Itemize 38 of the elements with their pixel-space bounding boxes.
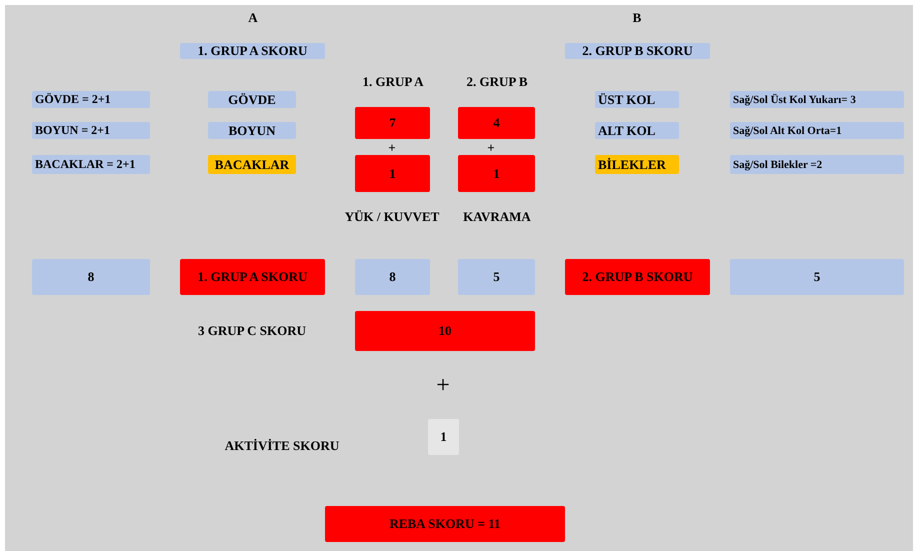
label-box: 5	[458, 259, 535, 295]
score-box: 2. GRUP B SKORU	[565, 259, 710, 295]
label-box: 5	[730, 259, 904, 295]
label-text: 2. GRUP B	[466, 74, 528, 90]
label-text: KAVRAMA	[463, 209, 531, 225]
label-box: BACAKLAR = 2+1	[32, 155, 150, 174]
label-box: Sağ/Sol Üst Kol Yukarı= 3	[730, 91, 904, 108]
label-box: 1. GRUP A SKORU	[180, 43, 325, 59]
label-text: +	[436, 372, 450, 400]
label-box: ÜST KOL	[595, 91, 679, 108]
label-box: GÖVDE = 2+1	[32, 91, 150, 108]
label-text: AKTİVİTE SKORU	[224, 438, 340, 454]
label-box: 1	[428, 419, 459, 455]
score-box: 1	[458, 155, 535, 192]
label-text: YÜK / KUVVET	[344, 209, 440, 225]
label-box: ALT KOL	[595, 122, 679, 139]
score-box: 1	[355, 155, 430, 192]
score-box: 1. GRUP A SKORU	[180, 259, 325, 295]
highlighted-label-box: BACAKLAR	[208, 155, 296, 174]
label-box: BOYUN = 2+1	[32, 122, 150, 139]
label-box: Sağ/Sol Bilekler =2	[730, 155, 904, 174]
label-text: 3 GRUP C SKORU	[198, 323, 306, 339]
score-box: REBA SKORU = 11	[325, 506, 565, 542]
highlighted-label-box: BİLEKLER	[595, 155, 679, 174]
label-box: 8	[32, 259, 150, 295]
label-box: Sağ/Sol Alt Kol Orta=1	[730, 122, 904, 139]
label-box: 8	[355, 259, 430, 295]
label-text: 1. GRUP A	[362, 74, 424, 90]
label-text: B	[632, 10, 642, 26]
label-text: +	[388, 140, 396, 156]
label-box: 2. GRUP B SKORU	[565, 43, 710, 59]
score-box: 7	[355, 107, 430, 139]
label-text: +	[487, 140, 495, 156]
score-box: 4	[458, 107, 535, 139]
label-box: GÖVDE	[208, 91, 296, 108]
label-text: A	[248, 10, 258, 26]
score-box: 10	[355, 311, 535, 351]
label-box: BOYUN	[208, 122, 296, 139]
